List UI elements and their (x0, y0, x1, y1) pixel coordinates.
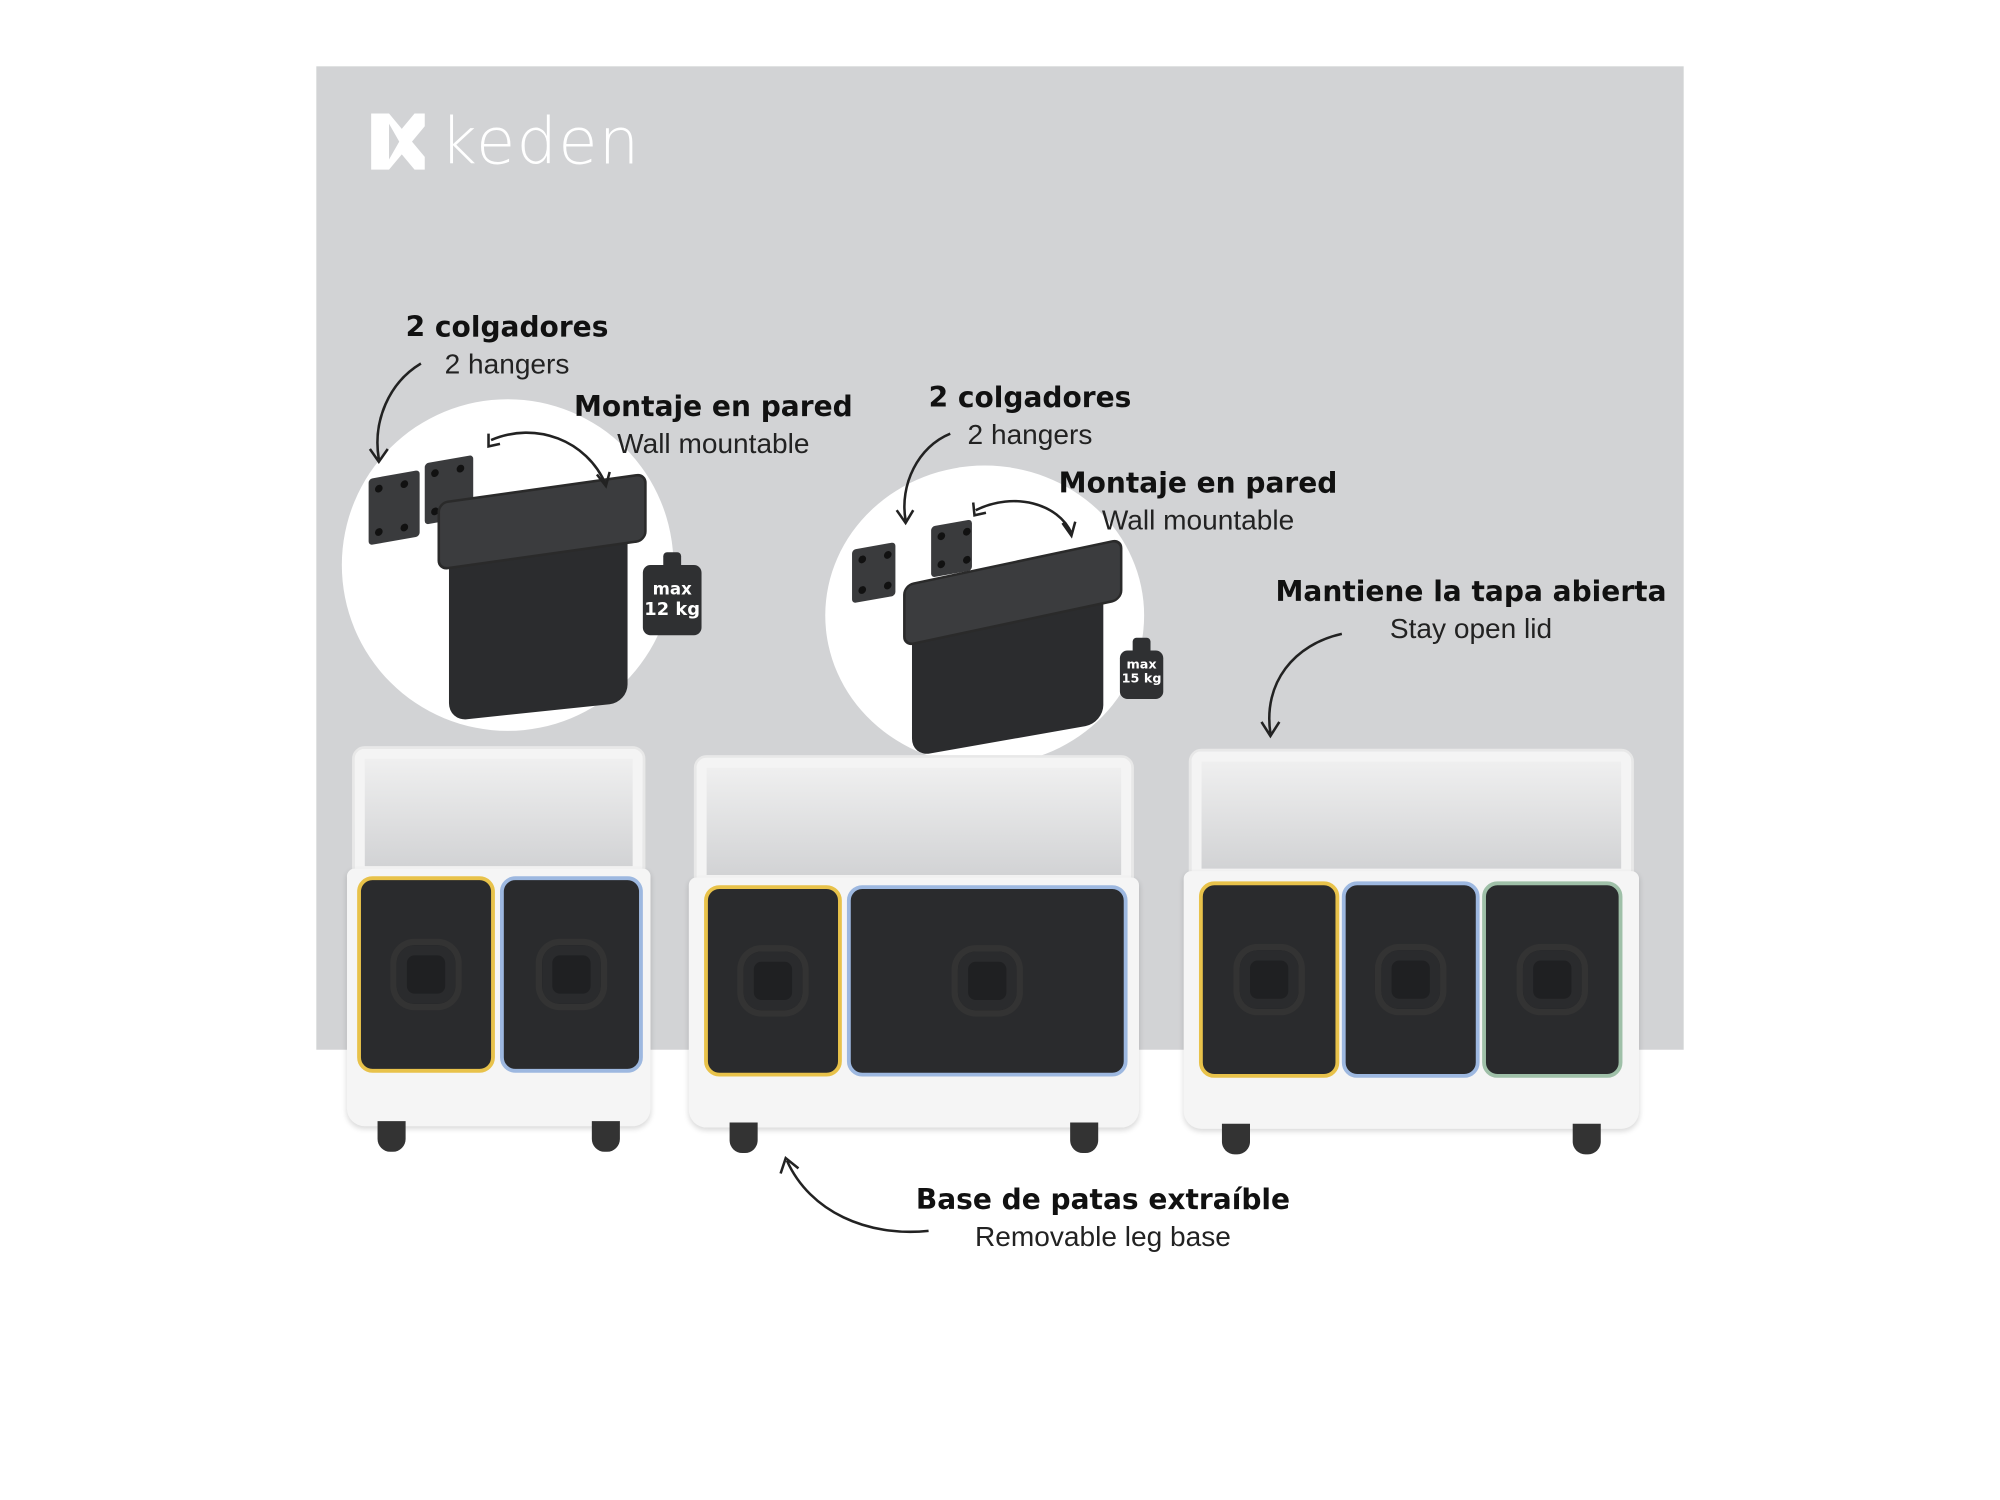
weight-value: 15 kg (1121, 672, 1162, 687)
weight-badge-15kg: max 15 kg (1119, 637, 1164, 699)
brand-logo: keden (369, 104, 641, 179)
compartment-yellow (704, 885, 842, 1077)
brand-name: keden (440, 104, 641, 179)
arrow-icon (971, 499, 1077, 539)
weight-badge-12kg: max 12 kg (642, 552, 702, 636)
label-en: 2 hangers (444, 348, 570, 381)
compartment-green (1482, 881, 1623, 1078)
label-en: 2 hangers (967, 418, 1093, 451)
leg (377, 1121, 406, 1152)
open-lid (693, 755, 1134, 888)
compartment-blue (499, 876, 643, 1073)
weight-value: 12 kg (644, 599, 701, 620)
compartment-blue (1341, 881, 1480, 1078)
label-es: 2 colgadores (405, 312, 609, 345)
arrow-icon (368, 362, 422, 464)
label-en: Wall mountable (1101, 503, 1295, 536)
label-es: Montaje en pared (573, 391, 853, 424)
bin-2-compartments-wide (688, 755, 1140, 1154)
keden-logo-icon (369, 111, 428, 172)
label-hangers-1: 2 colgadores 2 hangers (406, 311, 609, 382)
label-removable-legs: Base de patas extraíble Removable leg ba… (916, 1184, 1290, 1255)
handle-icon (743, 951, 803, 1011)
leg (729, 1122, 758, 1154)
handle-icon (1381, 950, 1441, 1009)
label-es: Mantiene la tapa abierta (1275, 576, 1667, 609)
arrow-icon (779, 1156, 929, 1234)
handle-icon (396, 945, 456, 1004)
weight-label: max (1126, 658, 1157, 673)
arrow-icon (895, 432, 951, 526)
bin-3-compartments (1183, 748, 1640, 1155)
label-es: Base de patas extraíble (915, 1184, 1291, 1217)
open-lid (352, 746, 646, 879)
label-hangers-2: 2 colgadores 2 hangers (929, 381, 1132, 452)
label-stay-open-lid: Mantiene la tapa abierta Stay open lid (1276, 575, 1667, 646)
compartment-yellow (357, 876, 495, 1073)
bin-2-compartments (346, 746, 651, 1152)
handle-icon (1239, 950, 1299, 1009)
label-es: Montaje en pared (1058, 468, 1338, 500)
handle-icon (542, 945, 601, 1004)
arrow-icon (487, 431, 611, 489)
label-en: Wall mountable (617, 427, 810, 460)
compartment-blue (846, 885, 1128, 1077)
leg (591, 1121, 620, 1152)
label-en: Stay open lid (1389, 612, 1553, 645)
handle-icon (1522, 950, 1582, 1009)
leg (1221, 1123, 1250, 1155)
leg (1070, 1122, 1099, 1154)
arrow-icon (1260, 632, 1343, 739)
weight-label: max (652, 580, 692, 600)
handle-icon (957, 951, 1017, 1011)
label-wall-mount-2: Montaje en pared Wall mountable (1059, 467, 1338, 538)
compartment-yellow (1198, 881, 1340, 1078)
label-en: Removable leg base (975, 1220, 1231, 1253)
leg (1572, 1123, 1601, 1155)
label-es: 2 colgadores (928, 382, 1132, 415)
label-wall-mount-1: Montaje en pared Wall mountable (574, 390, 853, 461)
